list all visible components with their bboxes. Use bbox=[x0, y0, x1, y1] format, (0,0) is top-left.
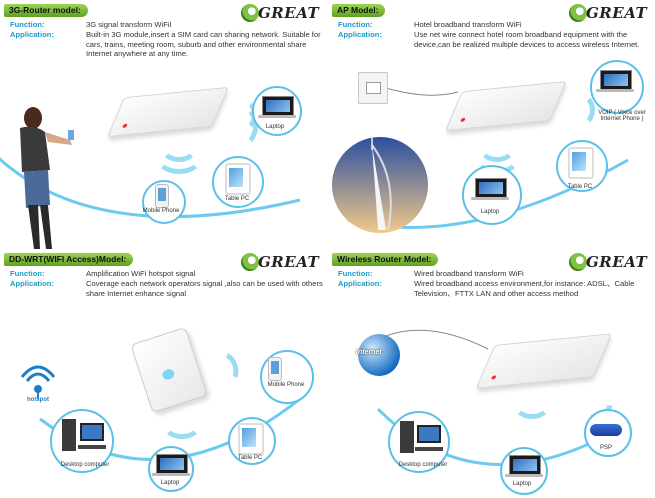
model-title: Wireless Router Model: bbox=[332, 253, 439, 266]
panel-wireless-router: Wireless Router Model: GREAT Function: Wi… bbox=[328, 249, 655, 498]
swirl-logo-icon bbox=[569, 253, 587, 271]
tablet-circle bbox=[556, 140, 608, 192]
psp-icon bbox=[590, 424, 622, 436]
laptop-label: Laptop bbox=[160, 480, 180, 486]
function-label: Function: bbox=[10, 20, 45, 29]
phone-label: Mobile Phone bbox=[267, 382, 305, 388]
application-text: Coverage each network operators signal ,… bbox=[86, 278, 323, 298]
wall-socket-icon bbox=[358, 72, 388, 104]
function-label: Function: bbox=[338, 269, 373, 278]
model-title: 3G-Router model: bbox=[4, 4, 88, 17]
phone-label: Mobile Phone bbox=[142, 208, 180, 214]
desktop-computer-icon bbox=[62, 419, 106, 451]
panel-dd-wrt: DD-WRT(WIFI Access)Model: GREAT Function… bbox=[0, 249, 327, 498]
swirl-logo-icon bbox=[569, 4, 587, 22]
connection-curve bbox=[0, 157, 301, 219]
laptop-label: Laptop bbox=[512, 481, 532, 487]
voip-label: VOIP ( Voice over Internet Phone ) bbox=[598, 110, 646, 122]
tablet-label: Table PC bbox=[567, 184, 593, 190]
tablet-label: Table PC bbox=[237, 455, 263, 461]
function-text: Amplification WiFi hotspot signal bbox=[86, 269, 196, 278]
logo-text: GREAT bbox=[586, 4, 648, 22]
phone-icon bbox=[268, 357, 282, 381]
hotspot-icon bbox=[20, 365, 56, 399]
function-text: Wired broadband transform WiFi bbox=[414, 269, 524, 278]
application-text: Use net wire connect hotel room broadban… bbox=[414, 29, 640, 49]
tablet-icon bbox=[568, 147, 594, 179]
internet-label: Internet bbox=[356, 349, 382, 356]
function-label: Function: bbox=[10, 269, 45, 278]
function-text: Hotel broadband transform WiFi bbox=[414, 20, 522, 29]
application-label: Application: bbox=[10, 29, 54, 39]
panel-3g-router: 3G-Router model: GREAT Function: 3G signa… bbox=[0, 0, 327, 249]
power-led-icon bbox=[121, 123, 128, 129]
laptop-label: Laptop bbox=[480, 209, 500, 215]
logo-text: GREAT bbox=[258, 4, 320, 22]
panel-ap-model: AP Model: GREAT Function: Hotel broadband… bbox=[328, 0, 655, 249]
logo-text: GREAT bbox=[258, 253, 320, 271]
application-text: Built-in 3G module,insert a SIM card can… bbox=[86, 29, 321, 59]
function-text: 3G signal transform WiFil bbox=[86, 20, 172, 29]
great-logo: GREAT bbox=[241, 3, 321, 23]
tablet-icon bbox=[225, 163, 251, 195]
tablet-label: Table PC bbox=[224, 196, 250, 202]
laptop-label: Laptop bbox=[265, 124, 285, 130]
desktop-label: Desktop computer bbox=[60, 462, 110, 468]
power-led-icon bbox=[459, 117, 466, 123]
model-info: Function: Amplification WiFi hotspot sign… bbox=[10, 269, 325, 298]
globe-icon bbox=[358, 334, 400, 376]
swirl-logo-icon bbox=[241, 253, 259, 271]
tablet-icon bbox=[238, 423, 264, 455]
model-title: DD-WRT(WIFI Access)Model: bbox=[4, 253, 134, 266]
woman-image bbox=[20, 107, 74, 249]
model-info: Function:Hotel broadband transform WiFi … bbox=[338, 20, 653, 49]
model-info: Function: 3G signal transform WiFil Appli… bbox=[10, 20, 325, 59]
application-label: Application: bbox=[338, 278, 382, 288]
application-label: Application: bbox=[10, 278, 54, 288]
desktop-label: Desktop computer bbox=[398, 462, 448, 468]
application-text: Wired broadband access environment,for i… bbox=[414, 278, 635, 298]
hotspot-label: hotspot bbox=[27, 397, 49, 403]
application-label: Application: bbox=[338, 29, 382, 39]
swirl-logo-icon bbox=[241, 4, 259, 22]
desktop-computer-icon bbox=[400, 421, 443, 453]
phone-icon bbox=[155, 184, 169, 208]
wifi-signal-icon bbox=[155, 140, 203, 174]
burj-hotel-image bbox=[332, 135, 428, 233]
model-info: Function:Wired broadband transform WiFi … bbox=[338, 269, 653, 298]
great-logo: GREAT bbox=[241, 252, 321, 272]
great-logo: GREAT bbox=[569, 252, 649, 272]
great-logo: GREAT bbox=[569, 3, 649, 23]
psp-label: PSP bbox=[599, 445, 612, 451]
logo-text: GREAT bbox=[586, 253, 648, 271]
function-label: Function: bbox=[338, 20, 373, 29]
model-title: AP Model: bbox=[332, 4, 386, 17]
